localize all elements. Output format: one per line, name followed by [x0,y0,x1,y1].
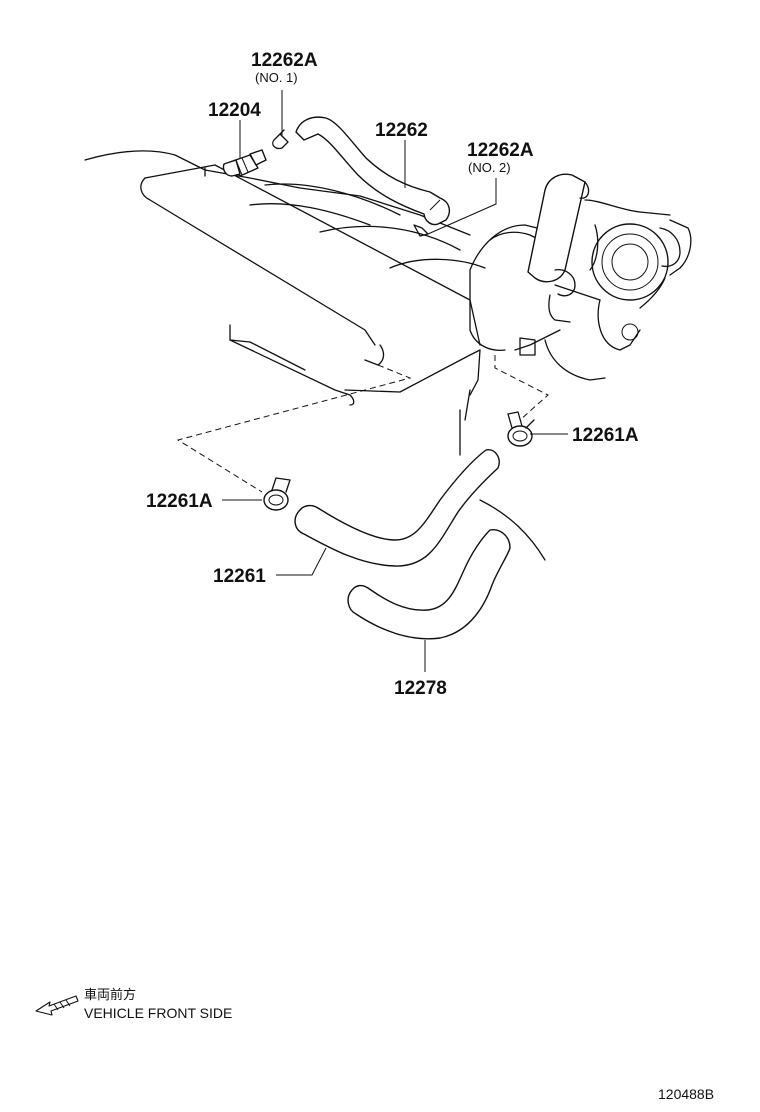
label-12204: 12204 [208,100,261,121]
throttle-body-assembly [469,173,692,381]
guide-lines [176,355,549,493]
vehicle-front-english: VEHICLE FRONT SIDE [84,1005,232,1021]
hose-clamp-12261A-left [263,477,291,511]
radiator-hose-12261 [294,449,500,567]
left-down-arrow-icon [35,995,79,1016]
pcv-valve-12204 [222,149,267,177]
label-12262: 12262 [375,120,428,141]
vehicle-front-japanese: 車両前方 [84,987,136,1003]
label-12262A-no1: 12262A [251,50,318,71]
label-12261: 12261 [213,566,266,587]
hose-clip-12262A-no1 [272,129,289,150]
diagram-code: 120488B [658,1086,714,1102]
part-labels: 12262A (NO. 1) 12204 12262 12262A (NO. 2… [146,50,639,699]
note-no1: (NO. 1) [255,70,298,85]
label-12261A-left: 12261A [146,491,213,512]
ventilation-hose-12262 [295,116,451,226]
direction-indicator: 車両前方 VEHICLE FRONT SIDE [35,987,232,1021]
label-12261A-right: 12261A [572,425,639,446]
label-12278: 12278 [394,678,447,699]
leader-lines [222,90,568,672]
water-hose-12278 [347,529,511,640]
label-12262A-no2: 12262A [467,140,534,161]
engine-outline [84,150,546,561]
note-no2: (NO. 2) [468,160,511,175]
hose-clamp-12261A-right [507,411,535,447]
